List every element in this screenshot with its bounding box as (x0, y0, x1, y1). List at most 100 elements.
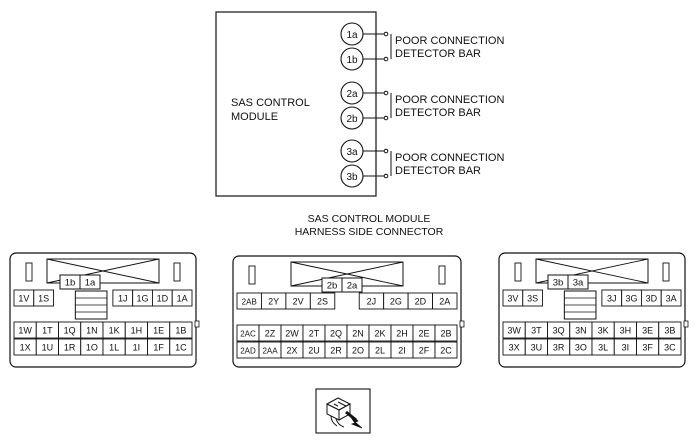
pin-label: 1A (177, 294, 188, 304)
pin-label: 2V (293, 297, 304, 307)
pin-label: 1I (133, 343, 141, 353)
pin-cell (33, 289, 55, 307)
pin-cell (169, 321, 193, 339)
pin-label: 1U (42, 343, 54, 353)
tab-cell (79, 274, 101, 290)
detector-bar-2 (363, 90, 392, 121)
pin-label: 3U (531, 343, 543, 353)
housing-notch (194, 320, 200, 328)
pin-label: 1S (38, 294, 49, 304)
pin-cell (309, 292, 336, 310)
pin-label: 3F (642, 343, 653, 353)
pin-label: 3G (626, 294, 638, 304)
detector-bar-1 (363, 31, 392, 62)
side-key-right (662, 262, 670, 282)
side-key-left (25, 262, 33, 282)
pin-label: 3X (509, 343, 520, 353)
module-label-line-1: SAS CONTROL (231, 97, 310, 109)
pin-label: 1X (20, 343, 31, 353)
tab-cell (567, 274, 589, 290)
pin-label: 1C (175, 343, 187, 353)
tab-label: 3b (553, 278, 564, 289)
pin-label: 2Z (265, 329, 276, 339)
pin-label: 1b (346, 55, 358, 66)
pin-cell (660, 289, 682, 307)
bar-1-label-line-2: DETECTOR BAR (395, 48, 481, 60)
pin-label: 1J (118, 294, 128, 304)
module-pins: 1a 1b 2a 2b 3a 3b (340, 22, 364, 188)
bar-3-label-line-1: POOR CONNECTION (395, 152, 504, 164)
pin-label: 3V (507, 294, 518, 304)
pin-label: 2L (375, 346, 385, 356)
pin-label: 2Y (268, 297, 279, 307)
pin-label: 2Q (330, 329, 342, 339)
housing-notch (683, 320, 689, 328)
pin-label: 3Q (553, 326, 565, 336)
pin-cell (432, 292, 458, 310)
pin-label: 1F (153, 343, 164, 353)
side-key-left (248, 265, 256, 285)
pin-label: 2AC (240, 330, 256, 339)
pin-label: 1K (109, 326, 120, 336)
housing-notch (459, 320, 465, 328)
pin-label: 2AB (242, 298, 257, 307)
pin-label: 2R (330, 346, 342, 356)
tab-label: 1b (65, 278, 76, 289)
connector-caption-line-1: SAS CONTROL MODULE (308, 213, 431, 225)
pin-label: 3T (531, 326, 542, 336)
pin-label: 1H (131, 326, 143, 336)
pin-label: 2U (308, 346, 320, 356)
module-label-line-2: MODULE (231, 111, 278, 123)
pin-label: 3W (507, 326, 521, 336)
lock-cross (290, 261, 404, 287)
pin-label: 3H (620, 326, 632, 336)
bar-3-label-line-2: DETECTOR BAR (395, 165, 481, 177)
pin-label: 3L (598, 343, 608, 353)
pin-label: 2I (398, 346, 406, 356)
pin-2a: 2a (340, 81, 364, 105)
pin-cell (434, 324, 458, 342)
pin-label: 2C (440, 346, 452, 356)
pin-3a: 3a (340, 139, 364, 163)
pin-label: 1L (109, 343, 119, 353)
tab-label: 3a (573, 278, 584, 289)
pin-label: 3C (664, 343, 676, 353)
connector-caption-line-2: HARNESS SIDE CONNECTOR (295, 226, 444, 238)
bar-2-label-line-2: DETECTOR BAR (395, 107, 481, 119)
pin-label: 3D (646, 294, 658, 304)
pin-label: 2S (317, 297, 328, 307)
pin-3b: 3b (340, 164, 364, 188)
pin-label: 2O (352, 346, 364, 356)
pin-label: 3A (666, 294, 677, 304)
pin-label: 2a (346, 89, 358, 100)
pin-label: 3S (527, 294, 538, 304)
pin-label: 2D (415, 297, 427, 307)
pin-label: 2J (367, 297, 377, 307)
pin-1b: 1b (340, 47, 364, 71)
connector-probe-icon (315, 388, 371, 434)
bar-1-label-line-1: POOR CONNECTION (395, 35, 504, 47)
pin-label: 3E (642, 326, 653, 336)
pin-cell (658, 321, 682, 339)
pin-label: 1E (153, 326, 164, 336)
pin-label: 1W (18, 326, 32, 336)
pin-label: 2G (390, 297, 402, 307)
pin-label: 2N (352, 329, 364, 339)
pin-label: 3R (553, 343, 565, 353)
pin-label: 3a (346, 147, 358, 158)
side-key-left (514, 262, 522, 282)
side-key-right (173, 262, 181, 282)
pin-label: 2E (418, 329, 429, 339)
side-key-right (438, 265, 446, 285)
pin-label: 1B (175, 326, 186, 336)
pin-cell (522, 289, 544, 307)
detector-bar-3 (363, 148, 392, 179)
pin-2b: 2b (340, 106, 364, 130)
pin-label: 2B (440, 329, 451, 339)
pin-label: 1Q (64, 326, 76, 336)
pin-label: 3J (607, 294, 617, 304)
pin-cell (171, 289, 193, 307)
